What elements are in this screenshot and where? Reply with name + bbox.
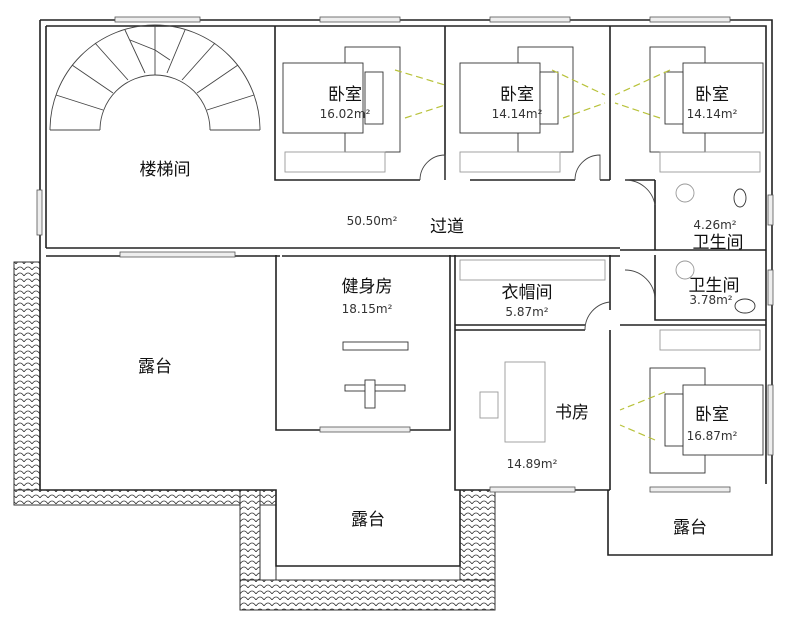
windows bbox=[36, 16, 774, 493]
gym-label: 健身房 bbox=[342, 277, 393, 297]
bed3-label: 卧室 bbox=[695, 85, 729, 105]
terrace1-label: 露台 bbox=[138, 357, 172, 377]
terrace3-label: 露台 bbox=[673, 518, 707, 538]
corridor-area: 50.50m² bbox=[347, 214, 398, 228]
bed-furniture bbox=[282, 46, 764, 474]
walls bbox=[39, 19, 773, 567]
bath2-area: 3.78m² bbox=[689, 293, 732, 307]
bed1-label: 卧室 bbox=[328, 85, 362, 105]
study-desk bbox=[479, 361, 546, 443]
doors bbox=[419, 154, 656, 331]
bathroom-fixtures bbox=[675, 183, 756, 314]
bed4-area: 16.87m² bbox=[687, 429, 738, 443]
corridor-label: 过道 bbox=[430, 217, 464, 237]
bed2-label: 卧室 bbox=[500, 85, 534, 105]
terrace2-label: 露台 bbox=[351, 510, 385, 530]
room-labels: 楼梯间 卧室 16.02m² 卧室 14.14m² 卧室 14.14m² 50.… bbox=[138, 85, 744, 538]
bed2-area: 14.14m² bbox=[492, 107, 543, 121]
bed4-label: 卧室 bbox=[695, 405, 729, 425]
bath1-area: 4.26m² bbox=[693, 218, 736, 232]
study-label: 书房 bbox=[555, 403, 589, 423]
study-area: 14.89m² bbox=[507, 457, 558, 471]
closet-label: 衣帽间 bbox=[502, 283, 553, 303]
roof-tile-border bbox=[13, 261, 496, 611]
stair-label: 楼梯间 bbox=[140, 160, 191, 180]
tv-sightlines bbox=[394, 69, 671, 441]
bed1-area: 16.02m² bbox=[320, 107, 371, 121]
gym-area: 18.15m² bbox=[342, 302, 393, 316]
gym-equipment bbox=[342, 341, 409, 409]
bed3-area: 14.14m² bbox=[687, 107, 738, 121]
bath1-label: 卫生间 bbox=[693, 233, 744, 253]
bath2-label: 卫生间 bbox=[689, 276, 740, 296]
spiral-staircase bbox=[49, 24, 261, 131]
closet-area: 5.87m² bbox=[505, 305, 548, 319]
